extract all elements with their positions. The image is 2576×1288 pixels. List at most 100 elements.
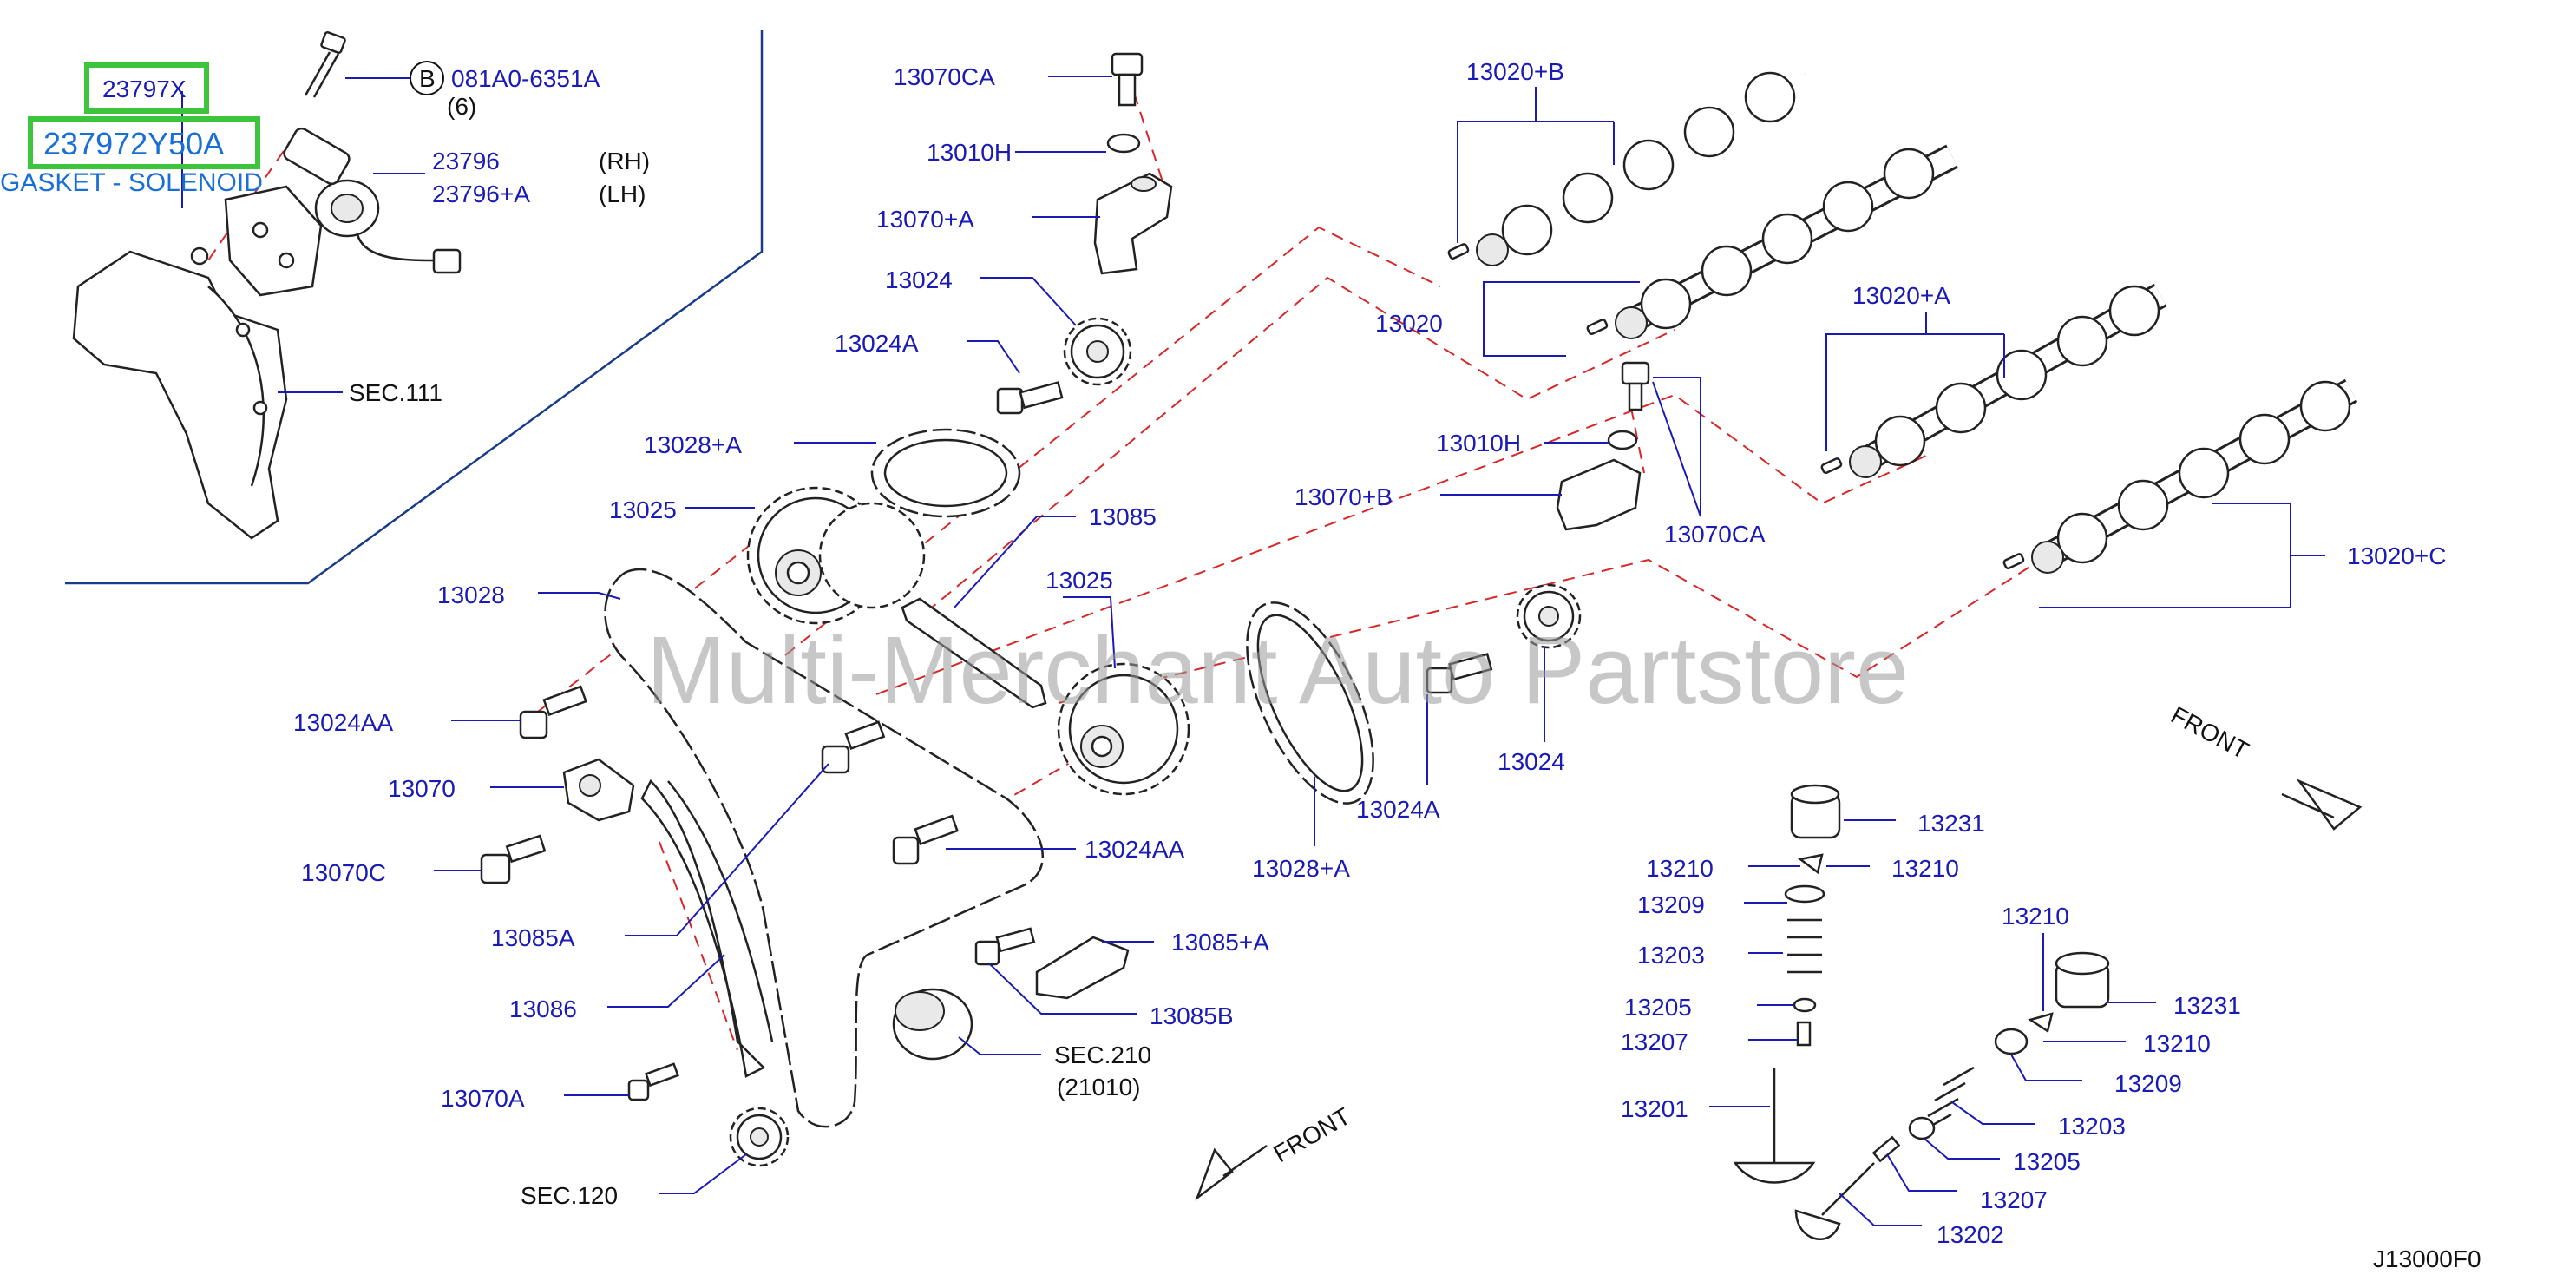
label-sec210[interactable]: SEC.210	[1054, 1042, 1151, 1068]
leader-lines	[152, 76, 2325, 1226]
inset-bolt-qty: (6)	[447, 93, 476, 120]
bolt-b-icon	[304, 31, 346, 98]
highlight-boxes	[28, 62, 260, 169]
tensioner-sec210-icon	[892, 988, 973, 1061]
inset-gasket-caption: GASKET - SOLENOID	[0, 168, 263, 197]
bolt-13070ca-top-icon	[1111, 52, 1144, 107]
label-13203-b[interactable]: 13203	[2058, 1113, 2126, 1140]
label-13024aa-mid[interactable]: 13024AA	[1085, 836, 1185, 863]
diagram-code: J13000F0	[2373, 1245, 2481, 1272]
label-13210-a2[interactable]: 13210	[1891, 855, 1959, 882]
label-13024-bottom[interactable]: 13024	[1498, 748, 1565, 775]
label-13024aa-left[interactable]: 13024AA	[293, 709, 394, 736]
label-13205-b[interactable]: 13205	[2013, 1148, 2081, 1175]
sprocket-13025-mid-icon	[1057, 662, 1190, 796]
watermark: Multi-Merchant Auto Partstore	[646, 617, 1909, 724]
label-13086[interactable]: 13086	[509, 996, 577, 1022]
tensioner-13070b-icon	[1556, 361, 1650, 531]
inset-rh: (RH)	[599, 148, 650, 174]
sprocket-13024-bottom-icon	[1516, 583, 1582, 649]
valve-assembly-b-icon	[1794, 951, 2110, 1240]
label-13024a-bottom[interactable]: 13024A	[1356, 796, 1440, 823]
solenoid-valve-icon	[283, 127, 462, 274]
label-13231-b[interactable]: 13231	[2173, 992, 2241, 1019]
label-13020c[interactable]: 13020+C	[2347, 542, 2446, 569]
sprocket-13024-top-icon	[1063, 317, 1132, 386]
label-13209-b[interactable]: 13209	[2114, 1070, 2182, 1097]
label-13203-a[interactable]: 13203	[1637, 942, 1705, 969]
label-13085a-plus[interactable]: 13085+A	[1171, 929, 1269, 956]
label-sec120[interactable]: SEC.120	[521, 1182, 618, 1209]
inset-label-23797x[interactable]: 23797X	[102, 76, 187, 102]
label-13070ca-top[interactable]: 13070CA	[894, 63, 995, 90]
label-13028[interactable]: 13028	[437, 582, 505, 608]
inset-label-081a0-6351a[interactable]: 081A0-6351A	[451, 65, 600, 92]
bolt-13024aa-left-icon	[519, 685, 587, 739]
label-13024a-top[interactable]: 13024A	[835, 330, 919, 357]
gasket-solenoid-icon	[224, 185, 323, 297]
inset-lh: (LH)	[599, 181, 646, 207]
front-label-right: FRONT	[2166, 701, 2253, 765]
label-13010h-mid[interactable]: 13010H	[1436, 430, 1521, 457]
label-13207-a[interactable]: 13207	[1621, 1028, 1688, 1055]
bolt-guide-icon	[821, 720, 886, 774]
front-cover-icon	[72, 246, 288, 540]
seal-13010h-top-icon	[1106, 133, 1141, 154]
front-label-left: FRONT	[1269, 1102, 1355, 1167]
label-13210-a1[interactable]: 13210	[1646, 855, 1714, 882]
label-13085b[interactable]: 13085B	[1150, 1002, 1234, 1029]
label-13070[interactable]: 13070	[388, 775, 456, 802]
bolt-13070a-icon	[627, 1062, 679, 1101]
bolt-13070c-icon	[480, 834, 547, 884]
label-13209-a[interactable]: 13209	[1637, 891, 1705, 918]
label-13205-a[interactable]: 13205	[1624, 994, 1692, 1021]
chain-guide-13086-icon	[640, 779, 774, 1078]
bolt-circle-b	[410, 61, 444, 95]
label-13085[interactable]: 13085	[1089, 503, 1157, 530]
label-13020b[interactable]: 13020+B	[1466, 58, 1564, 85]
bolt-13085b-icon	[974, 927, 1036, 966]
label-13025-mid[interactable]: 13025	[1045, 567, 1113, 594]
crank-sprocket-icon	[729, 1107, 790, 1167]
label-13207-b[interactable]: 13207	[1980, 1186, 2048, 1213]
chain-13028a-top-icon	[870, 428, 1021, 518]
inset-label-23796a[interactable]: 23796+A	[432, 181, 530, 207]
label-13070b[interactable]: 13070+B	[1295, 483, 1393, 510]
label-13024-top[interactable]: 13024	[885, 266, 953, 293]
label-13020a[interactable]: 13020+A	[1852, 282, 1950, 309]
valve-assembly-a-icon	[1733, 784, 1841, 1184]
camshaft-13020c-icon	[2002, 378, 2358, 574]
front-arrow-right-icon	[2281, 779, 2363, 831]
label-13070ca-mid[interactable]: 13070CA	[1664, 521, 1766, 548]
chain-13028-icon	[604, 568, 1045, 1128]
chain-13028a-bottom-icon	[1246, 601, 1374, 805]
tensioner-13070a-icon	[1093, 172, 1173, 275]
bolt-13024a-top-icon	[996, 381, 1064, 415]
inset-frame	[65, 30, 764, 585]
label-sec210-sub: (21010)	[1057, 1074, 1141, 1101]
label-13085a[interactable]: 13085A	[491, 924, 575, 951]
label-13201[interactable]: 13201	[1621, 1095, 1688, 1122]
tensioner-13070-icon	[562, 758, 635, 822]
front-arrow-left-icon	[1195, 1144, 1268, 1201]
camshaft-13020a-icon	[1820, 283, 2167, 478]
inset-label-sec111[interactable]: SEC.111	[349, 379, 442, 406]
label-13231-a[interactable]: 13231	[1917, 810, 1985, 837]
label-13210-b[interactable]: 13210	[2002, 903, 2069, 930]
label-13070a-plus[interactable]: 13070+A	[876, 206, 974, 233]
label-13210-b2[interactable]: 13210	[2143, 1030, 2211, 1057]
label-13028a-top[interactable]: 13028+A	[644, 431, 742, 458]
label-13070a[interactable]: 13070A	[441, 1085, 525, 1112]
label-13070c[interactable]: 13070C	[301, 859, 386, 886]
label-13020[interactable]: 13020	[1375, 310, 1443, 337]
label-13010h-top[interactable]: 13010H	[927, 139, 1012, 166]
inset-label-237972y50a[interactable]: 237972Y50A	[43, 126, 224, 161]
labels: 23797X 237972Y50A GASKET - SOLENOID B 08…	[0, 58, 2481, 1272]
inset-parts	[72, 31, 462, 540]
inset-label-23796[interactable]: 23796	[432, 148, 500, 174]
guide-13085-icon	[901, 597, 1047, 709]
bracket-13085a-icon	[1035, 936, 1130, 1000]
label-13025-left[interactable]: 13025	[609, 496, 677, 523]
label-13028a-bottom[interactable]: 13028+A	[1252, 855, 1350, 882]
label-13202[interactable]: 13202	[1937, 1221, 2004, 1248]
